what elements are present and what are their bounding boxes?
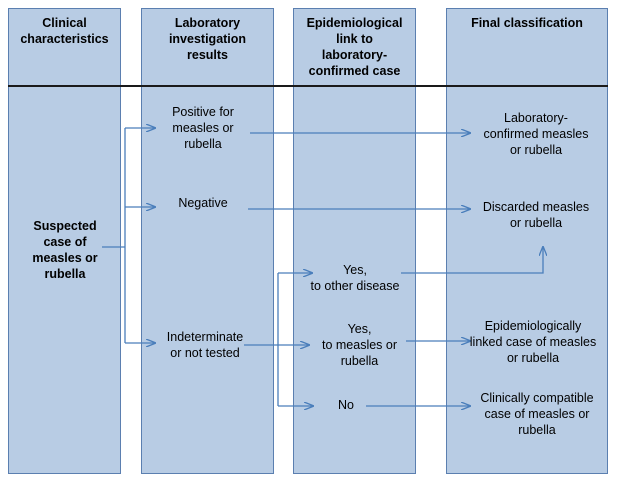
node-positive: Positive for measles or rubella [172, 105, 234, 151]
header-final-classification: Final classification [471, 16, 583, 30]
node-indeterminate: Indeterminate or not tested [166, 330, 244, 360]
header-clinical-characteristics: Clinical characteristics [20, 16, 109, 46]
node-clinically-compatible: Clinically compatible case of measles or… [480, 391, 594, 437]
node-yes-measles-rubella: Yes, to measles or rubella [321, 322, 398, 368]
header-epidemiological-link: Epidemiological link to laboratory- conf… [306, 16, 403, 78]
node-negative: Negative [178, 196, 228, 210]
node-epi-linked: Epidemiologically linked case of measles… [469, 319, 597, 365]
node-no: No [338, 398, 354, 412]
node-lab-confirmed: Laboratory- confirmed measles or rubella [483, 111, 589, 157]
node-suspected-case: Suspected case of measles or rubella [32, 219, 98, 281]
header-divider [8, 85, 608, 87]
arrow-yes-other-to-discarded [401, 247, 543, 274]
node-discarded: Discarded measles or rubella [482, 200, 590, 230]
header-laboratory-results: Laboratory investigation results [168, 16, 247, 62]
node-yes-other-disease: Yes, to other disease [310, 263, 400, 293]
